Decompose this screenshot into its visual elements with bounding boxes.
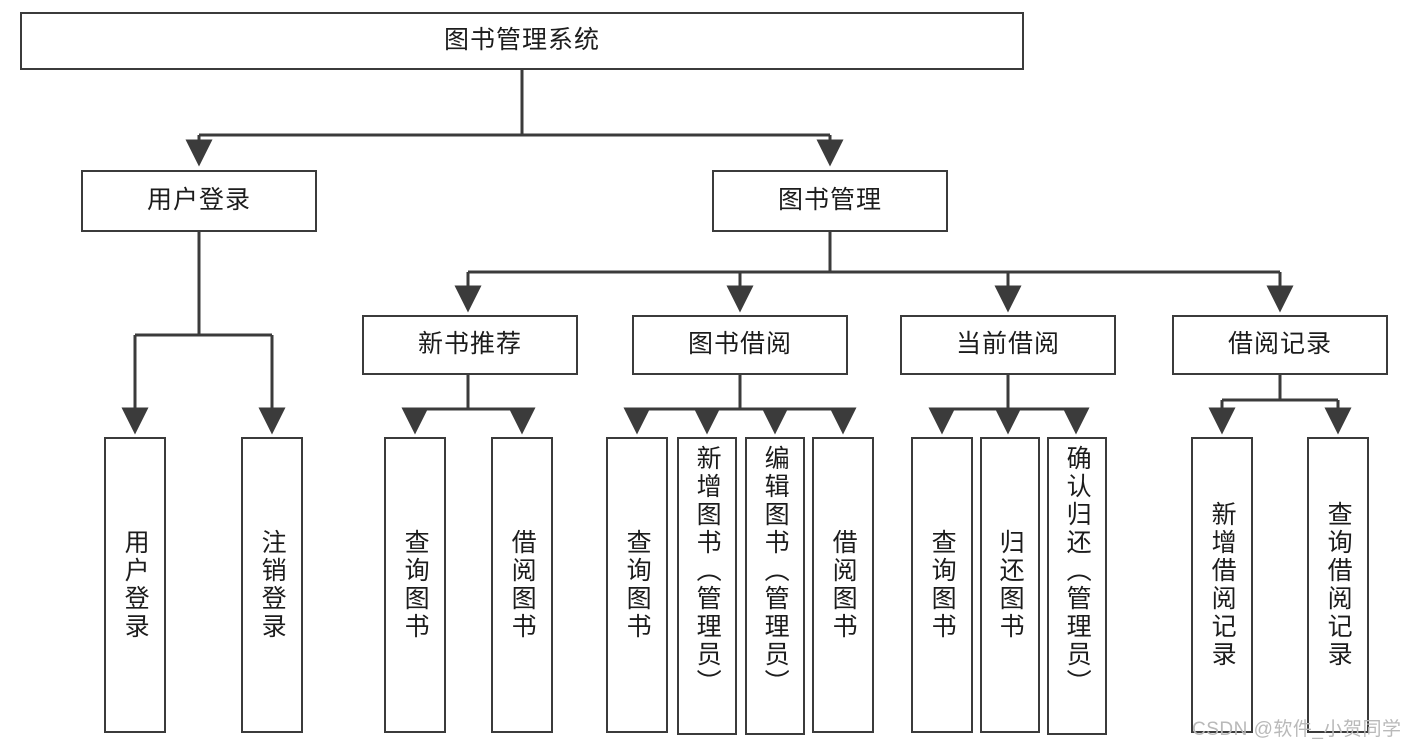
leaf-records-query-record[interactable]: 查询借阅记录	[1307, 437, 1369, 733]
leaf-borrow-query-book[interactable]: 查询图书	[606, 437, 668, 733]
leaf-records-add-record[interactable]: 新增借阅记录	[1191, 437, 1253, 733]
watermark-text: CSDN @软件_小贺同学	[1192, 719, 1402, 740]
leaf-recommend-query-book[interactable]: 查询图书	[384, 437, 446, 733]
leaf-current-return-book[interactable]: 归还图书	[980, 437, 1040, 733]
node-borrow-records[interactable]: 借阅记录	[1172, 315, 1388, 375]
node-book-management[interactable]: 图书管理	[712, 170, 948, 232]
node-user-login[interactable]: 用户登录	[81, 170, 317, 232]
leaf-user-login-login[interactable]: 用户登录	[104, 437, 166, 733]
leaf-current-confirm-return-admin[interactable]: 确认归还（管理员）	[1047, 437, 1107, 735]
node-current-borrow[interactable]: 当前借阅	[900, 315, 1116, 375]
leaf-borrow-borrow-book[interactable]: 借阅图书	[812, 437, 874, 733]
leaf-recommend-borrow-book[interactable]: 借阅图书	[491, 437, 553, 733]
leaf-current-query-book[interactable]: 查询图书	[911, 437, 973, 733]
leaf-borrow-add-book-admin[interactable]: 新增图书（管理员）	[677, 437, 737, 735]
leaf-user-login-logout[interactable]: 注销登录	[241, 437, 303, 733]
node-book-borrow[interactable]: 图书借阅	[632, 315, 848, 375]
node-root-system[interactable]: 图书管理系统	[20, 12, 1024, 70]
node-new-book-recommend[interactable]: 新书推荐	[362, 315, 578, 375]
leaf-borrow-edit-book-admin[interactable]: 编辑图书（管理员）	[745, 437, 805, 735]
